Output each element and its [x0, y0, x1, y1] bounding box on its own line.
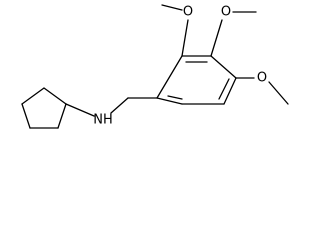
bond-ring-to-o1: [181, 19, 189, 57]
cyclopentane-ring: [21, 87, 67, 129]
bond-ring-to-amine: [65, 103, 95, 117]
double-bond-inner: [167, 95, 183, 100]
methoxy-oxygen-label: O: [257, 71, 267, 86]
bond: [21, 87, 45, 105]
bond: [57, 103, 67, 129]
amine-label: NH: [93, 113, 113, 128]
bond-o1-to-methyl: [161, 4, 183, 11]
bond-o3-to-methyl: [268, 81, 289, 105]
benzene-ring: [156, 55, 237, 105]
molecule-diagram: NH O O O: [21, 4, 289, 129]
bond: [223, 77, 237, 105]
bond-amine-to-ch2: [110, 97, 129, 114]
methoxy-oxygen-label: O: [221, 5, 231, 20]
double-bond-inner: [218, 78, 230, 100]
bond: [21, 103, 31, 129]
bond: [43, 87, 67, 105]
bond-ring-to-o2: [210, 19, 223, 57]
bond: [156, 97, 183, 105]
bond: [210, 55, 237, 79]
bond: [156, 55, 183, 99]
methoxy-oxygen-label: O: [183, 5, 193, 20]
